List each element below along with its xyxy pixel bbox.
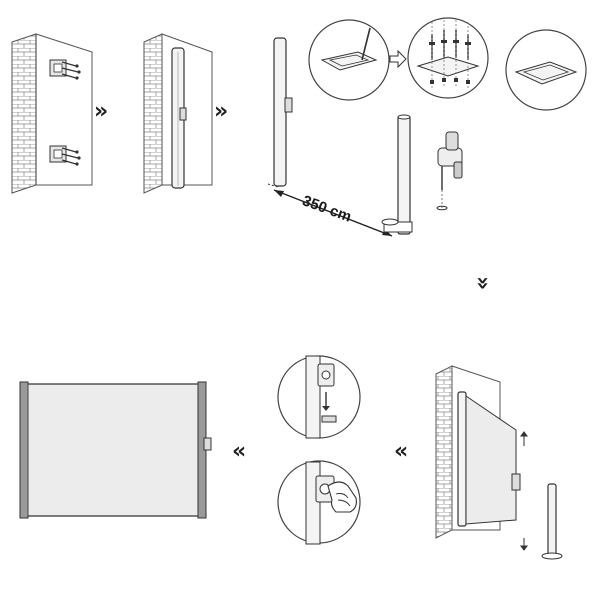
arrow-left-2-icon: « bbox=[232, 439, 246, 464]
arrow-detail-icon bbox=[389, 49, 407, 69]
detail-bolts-install bbox=[407, 17, 489, 99]
step-1-wall-brackets bbox=[11, 33, 93, 194]
detail-base-plate-after bbox=[505, 29, 587, 111]
screen-panel-icon bbox=[27, 383, 199, 517]
screen-cassette-icon bbox=[19, 381, 29, 519]
handle-icon bbox=[179, 107, 187, 121]
step-2-cassette-mounted bbox=[143, 33, 213, 194]
detail-hand-latch bbox=[277, 460, 361, 545]
arrow-right-1-icon: » bbox=[94, 99, 108, 124]
post-base-icon bbox=[381, 218, 399, 226]
bracket-bottom-icon bbox=[49, 145, 81, 166]
arrow-right-2-icon: » bbox=[214, 99, 228, 124]
arrow-down-icon: » bbox=[470, 276, 495, 290]
post-icon bbox=[397, 115, 411, 235]
cassette-standing-icon bbox=[273, 37, 287, 187]
drill-icon bbox=[436, 131, 463, 211]
post-standing-icon bbox=[547, 483, 557, 557]
detail-latch-hook bbox=[277, 355, 361, 439]
step-4-pull-panel bbox=[435, 365, 563, 560]
panel-pulled-icon bbox=[465, 395, 517, 525]
dimension-label: 350 cm bbox=[300, 192, 354, 225]
step-5-extended-screen bbox=[19, 381, 212, 519]
detail-base-plate-before bbox=[308, 19, 390, 101]
arrow-left-1-icon: « bbox=[394, 439, 408, 464]
bracket-top-icon bbox=[49, 59, 81, 80]
brick-wall bbox=[11, 33, 37, 194]
